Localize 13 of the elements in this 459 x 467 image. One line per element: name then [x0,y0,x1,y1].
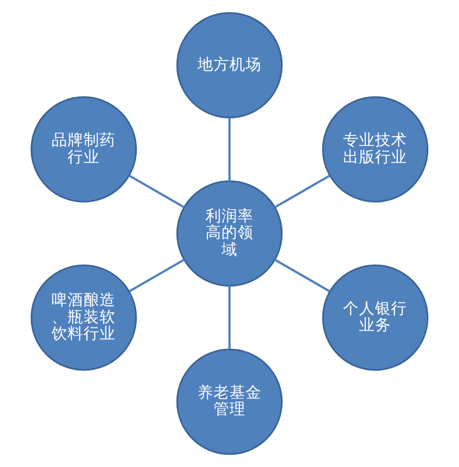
node-circle: 品牌制药行业 [30,96,137,202]
connector [274,174,330,208]
connector [129,174,185,208]
node-circle: 地方机场 [176,12,283,118]
connector [228,118,231,182]
node-circle: 专业技术出版行业 [322,96,428,202]
node-circle: 啤酒酿造、瓶装软饮料行业 [30,264,137,371]
node-circle: 利润率高的领域 [176,180,283,287]
node-circle: 养老基金管理 [176,348,283,455]
connector [228,286,231,350]
node-circle: 个人银行业务 [322,264,428,371]
connector [129,258,185,292]
connector [274,258,330,292]
